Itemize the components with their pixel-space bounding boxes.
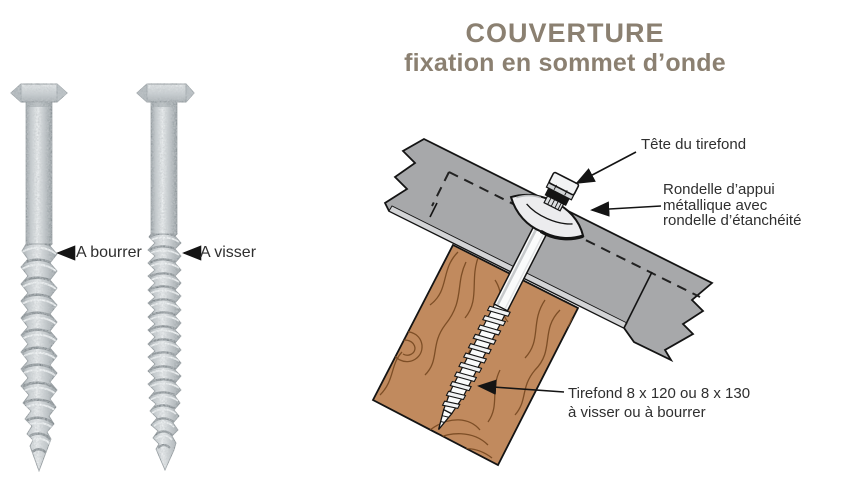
title-line2: fixation en sommet d’onde [404, 49, 726, 77]
label-screw-visser: A visser [200, 244, 257, 261]
page-title: COUVERTURE fixation en sommet d’onde [330, 18, 800, 78]
sheet-overlap-line [623, 271, 653, 329]
label-screw-head: Tête du tirefond [641, 136, 747, 153]
screw-shank [150, 101, 178, 235]
sheet-overlap-tick [429, 202, 438, 218]
screw-collar [544, 187, 571, 206]
leader-arrow-washer [590, 201, 662, 217]
photo-screws [10, 83, 195, 473]
diagram-lag-screw [437, 171, 585, 430]
label-tirefond: Tirefond 8 x 120 ou 8 x 130 à visser ou … [568, 385, 751, 421]
saddle-washer [509, 193, 585, 241]
metal-sheet [383, 137, 714, 363]
label-washer: Rondelle d’appui métallique avec rondell… [663, 181, 802, 229]
lag-screw-visser [136, 83, 195, 471]
screw-threads [437, 303, 511, 430]
sheet-face [383, 137, 714, 363]
leader-arrow-screw [477, 379, 565, 395]
lag-screw-bourrer [10, 83, 68, 473]
screw-shank [25, 101, 53, 245]
leader-arrow-head [575, 151, 637, 184]
roof-fixation-diagram [371, 137, 714, 467]
label-screw-bourrer: A bourrer [76, 244, 142, 261]
screw-tip [437, 408, 453, 430]
leader-arrows [477, 151, 662, 395]
title-line1: COUVERTURE [465, 18, 665, 48]
screw-head [545, 171, 580, 201]
